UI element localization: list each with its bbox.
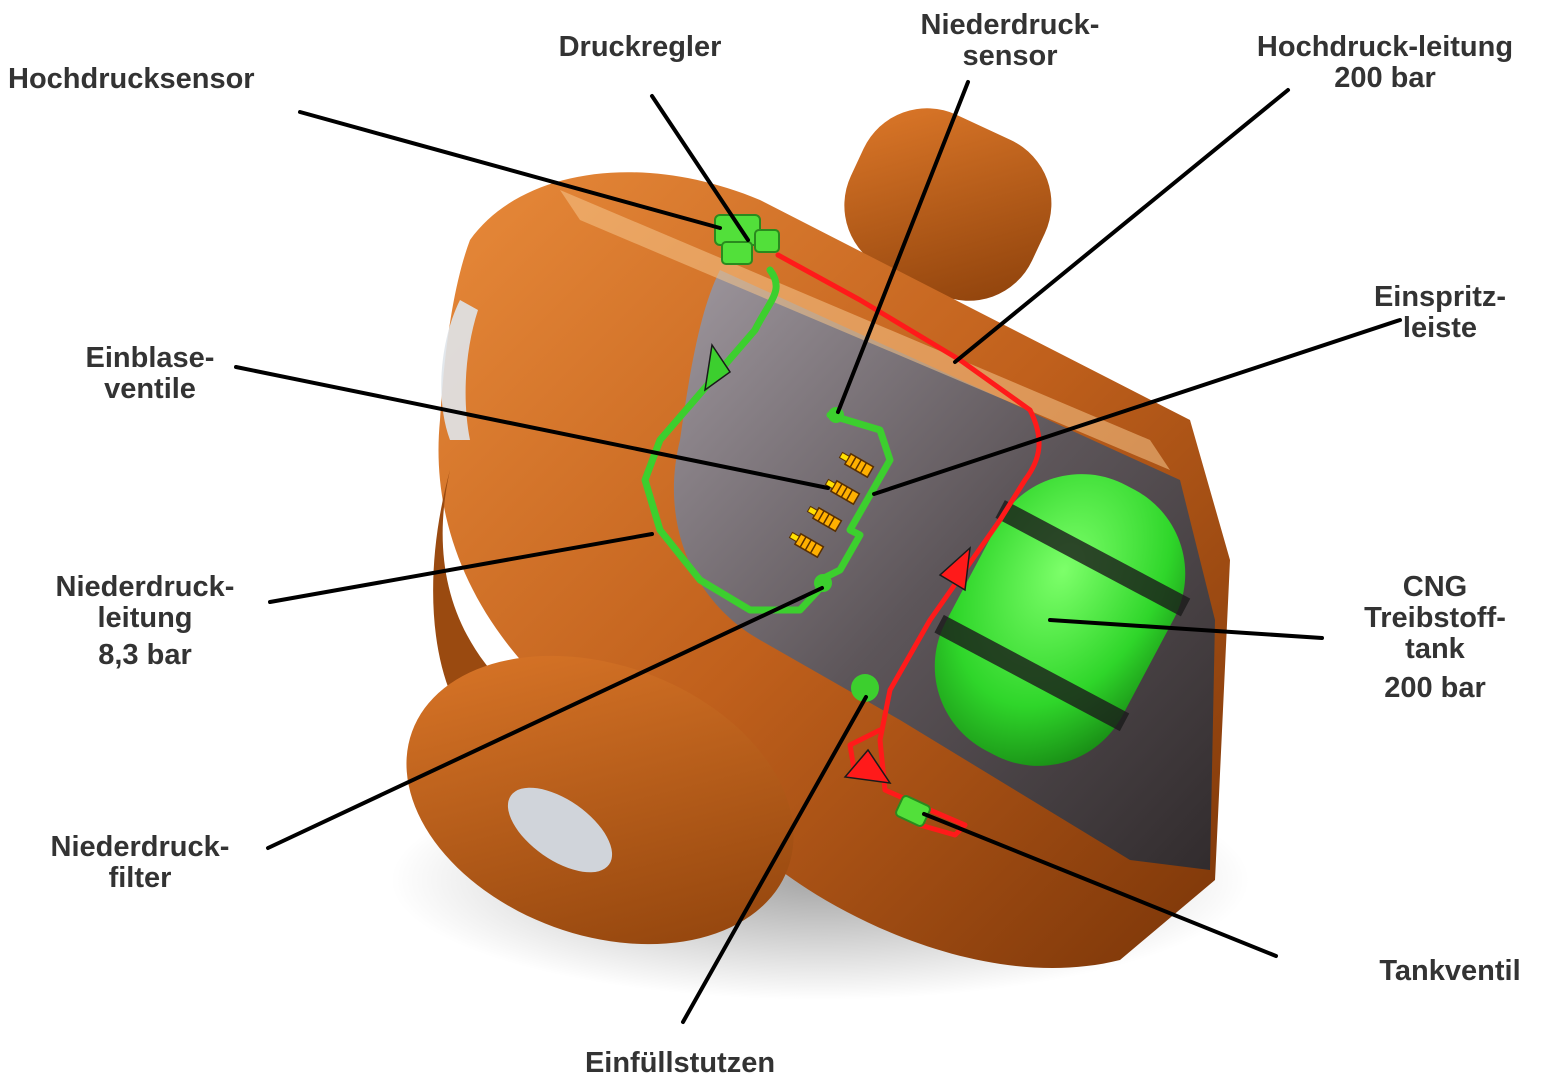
label-einfuellstutzen: Einfüllstutzen: [520, 1048, 840, 1079]
label-hochdrucksensor: Hochdrucksensor: [8, 64, 255, 95]
label-niederdruckleitung: Niederdruck- leitung 8,3 bar: [20, 572, 270, 671]
low-pressure-sensor-dot: [828, 407, 844, 423]
label-tankventil: Tankventil: [1340, 956, 1560, 987]
label-druckregler: Druckregler: [510, 32, 770, 63]
label-niederdrucksensor: Niederdruck- sensor: [880, 10, 1140, 72]
label-einspritzleiste: Einspritz- leiste: [1330, 282, 1550, 344]
label-einblaseventile: Einblase- ventile: [30, 343, 270, 405]
label-cng-tank: CNG Treibstoff- tank 200 bar: [1320, 572, 1550, 704]
label-hochdruckleitung: Hochdruck-leitung 200 bar: [1210, 32, 1560, 94]
label-niederdruckfilter: Niederdruck- filter: [15, 832, 265, 894]
